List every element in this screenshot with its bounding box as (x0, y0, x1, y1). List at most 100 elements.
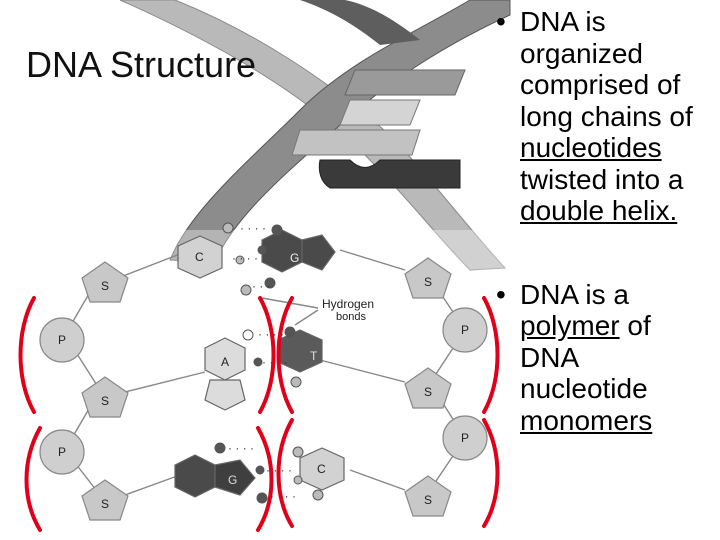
label-phosphate: P (58, 445, 66, 459)
base-cytosine-bottom (299, 447, 345, 491)
sugar-base-link (117, 251, 186, 279)
helix-strand-back (119, 0, 507, 271)
guanine-bottom-ring-6 (174, 454, 216, 498)
hbond-dots: · · · (252, 279, 271, 293)
phosphate-left-1 (39, 317, 85, 363)
bullet-item-1: • DNA is organized comprised of long cha… (490, 6, 720, 227)
label-guanine-top: G (290, 251, 299, 265)
base-adenine (204, 337, 246, 411)
sugar-left-2 (81, 376, 129, 418)
term-nucleotides: nucleotides (520, 132, 662, 163)
bullet-1-line-4: long chains of (520, 100, 693, 132)
label-cytosine-top: C (195, 250, 204, 264)
atom (235, 255, 245, 265)
bracket-left-close-2 (256, 426, 274, 532)
bullet-2-line-1: DNA is a (520, 278, 629, 310)
bracket-right-open-2 (276, 418, 294, 528)
adenine-ring-6 (204, 337, 246, 381)
bullet-1-line-3: comprised of (520, 69, 681, 100)
atoms (214, 222, 324, 504)
base-guanine-top (261, 229, 336, 273)
label-sugar: S (424, 275, 432, 289)
helix-rung (291, 129, 421, 156)
atom (222, 222, 234, 234)
atom (292, 446, 304, 458)
guanine-bottom-ring-5 (214, 459, 256, 496)
helix-rung (339, 99, 421, 126)
label-phosphate: P (461, 431, 469, 445)
helix-ribbons (119, 0, 511, 271)
bracket-left-close-1 (258, 296, 276, 414)
term-polymer: polymer (520, 310, 620, 341)
bullet-list: • DNA is organized comprised of long cha… (490, 6, 720, 436)
label-hydrogen: Hydrogen (322, 297, 374, 311)
phosphate-left-2 (39, 429, 85, 475)
base-guanine-bottom (174, 454, 256, 498)
sugar-left-1 (81, 261, 129, 303)
hbond-dots: · · · · (240, 221, 266, 235)
label-phosphate: P (461, 323, 469, 337)
helix-rungs (291, 69, 466, 189)
hydrogen-bond-pointer (294, 309, 319, 326)
diagram-labels: C G S S S S S S P P P P A T G C Hydrogen… (58, 250, 469, 511)
atom (255, 465, 265, 475)
nitrogenous-bases (174, 229, 345, 498)
sugar-groups (81, 257, 452, 521)
atom (242, 329, 254, 341)
helix-rung (318, 159, 461, 189)
atom (293, 475, 303, 485)
atom (256, 492, 268, 504)
bullet-1-line-1: DNA is (520, 6, 606, 37)
atom (253, 357, 263, 367)
label-sugar: S (424, 385, 432, 399)
bullet-1-line-5: nucleotides (520, 132, 720, 164)
label-sugar: S (101, 279, 109, 293)
sugar-left-3 (81, 479, 129, 521)
label-thymine: T (310, 349, 318, 363)
atom (240, 284, 252, 296)
sugar-base-link (349, 469, 406, 491)
sugar-base-link (124, 371, 206, 393)
label-sugar: S (424, 493, 432, 507)
sugar-base-link (339, 249, 406, 271)
bullet-1-line-2: organized (520, 37, 643, 69)
nucleotide-brackets (18, 296, 500, 532)
helix-rung (344, 69, 466, 96)
sugar-right-1 (404, 257, 452, 299)
bullet-1-line-6: twisted into a (520, 163, 684, 195)
bracket-right-close-1 (482, 296, 500, 414)
term-monomers: monomers (520, 404, 653, 436)
guanine-top-ring-5 (301, 234, 336, 271)
hbond-dots: · · · · (228, 441, 254, 455)
bullet-marker: • (496, 278, 506, 310)
label-bonds: bonds (336, 311, 366, 323)
bullet-1-line-7: double helix. (520, 195, 720, 227)
label-cytosine-bottom: C (317, 462, 326, 476)
bracket-right-open-1 (276, 296, 294, 414)
label-sugar: S (101, 394, 109, 408)
label-adenine: A (221, 355, 229, 369)
atom (214, 442, 226, 454)
helix-strand-top-dark (300, 0, 420, 45)
bullet-2-line-4: nucleotide (520, 373, 648, 404)
base-cytosine-top (177, 235, 223, 279)
bracket-left-open-2 (24, 426, 42, 532)
slide-title: DNA Structure (26, 44, 257, 85)
hbond-dots: · · · · (270, 489, 296, 503)
bullet-2-line-2: polymer of (520, 310, 720, 342)
hbond-dots: · · · · (232, 251, 258, 265)
atom (271, 224, 283, 236)
label-guanine-bottom: G (228, 473, 237, 487)
atom (312, 489, 324, 501)
adenine-ring-5 (204, 379, 246, 411)
phosphate-groups (39, 307, 488, 475)
label-phosphate: P (58, 333, 66, 347)
phosphate-right-2 (442, 415, 488, 461)
atom (257, 245, 267, 255)
bullet-2-line-2-suffix: of (619, 310, 651, 341)
bracket-right-close-2 (482, 418, 500, 528)
bracket-left-open-1 (18, 296, 36, 414)
term-double-helix: double helix. (520, 195, 678, 226)
